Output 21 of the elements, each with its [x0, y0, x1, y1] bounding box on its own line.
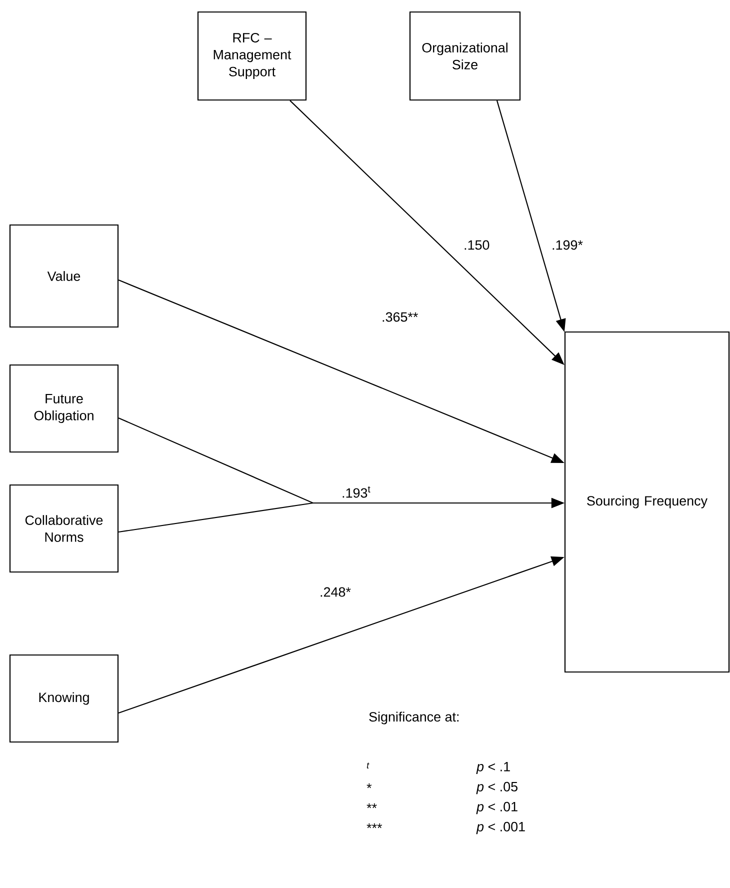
significance-symbol: * [366, 783, 372, 788]
edge-label: .193$^{t}$ [340, 485, 372, 499]
construct-box: Future Obligation [9, 364, 119, 453]
construct-box: Value [9, 224, 119, 328]
edge-label: .199* [550, 239, 584, 251]
edge-label: .365** [380, 311, 420, 323]
edge-label: .150 [462, 239, 491, 251]
construct-box: Organizational Size [409, 11, 521, 101]
significance-symbol: ** [366, 803, 377, 808]
p-value-threshold: p < .01 [476, 802, 518, 814]
construct-box: Knowing [9, 654, 119, 743]
significance-symbol: *** [366, 823, 382, 828]
p-value-threshold: p < .05 [476, 782, 518, 794]
significance-symbol: t [366, 762, 370, 768]
legend-title: Significance at: [369, 712, 458, 724]
p-value-threshold: p < .001 [476, 822, 525, 834]
construct-box: Collaborative Norms [9, 484, 119, 573]
outcome-box: Sourcing Frequency [564, 331, 730, 673]
construct-box: RFC – Management Support [197, 11, 307, 101]
p-value-threshold: p < .1 [476, 762, 510, 774]
edge-label: .248* [318, 586, 352, 598]
